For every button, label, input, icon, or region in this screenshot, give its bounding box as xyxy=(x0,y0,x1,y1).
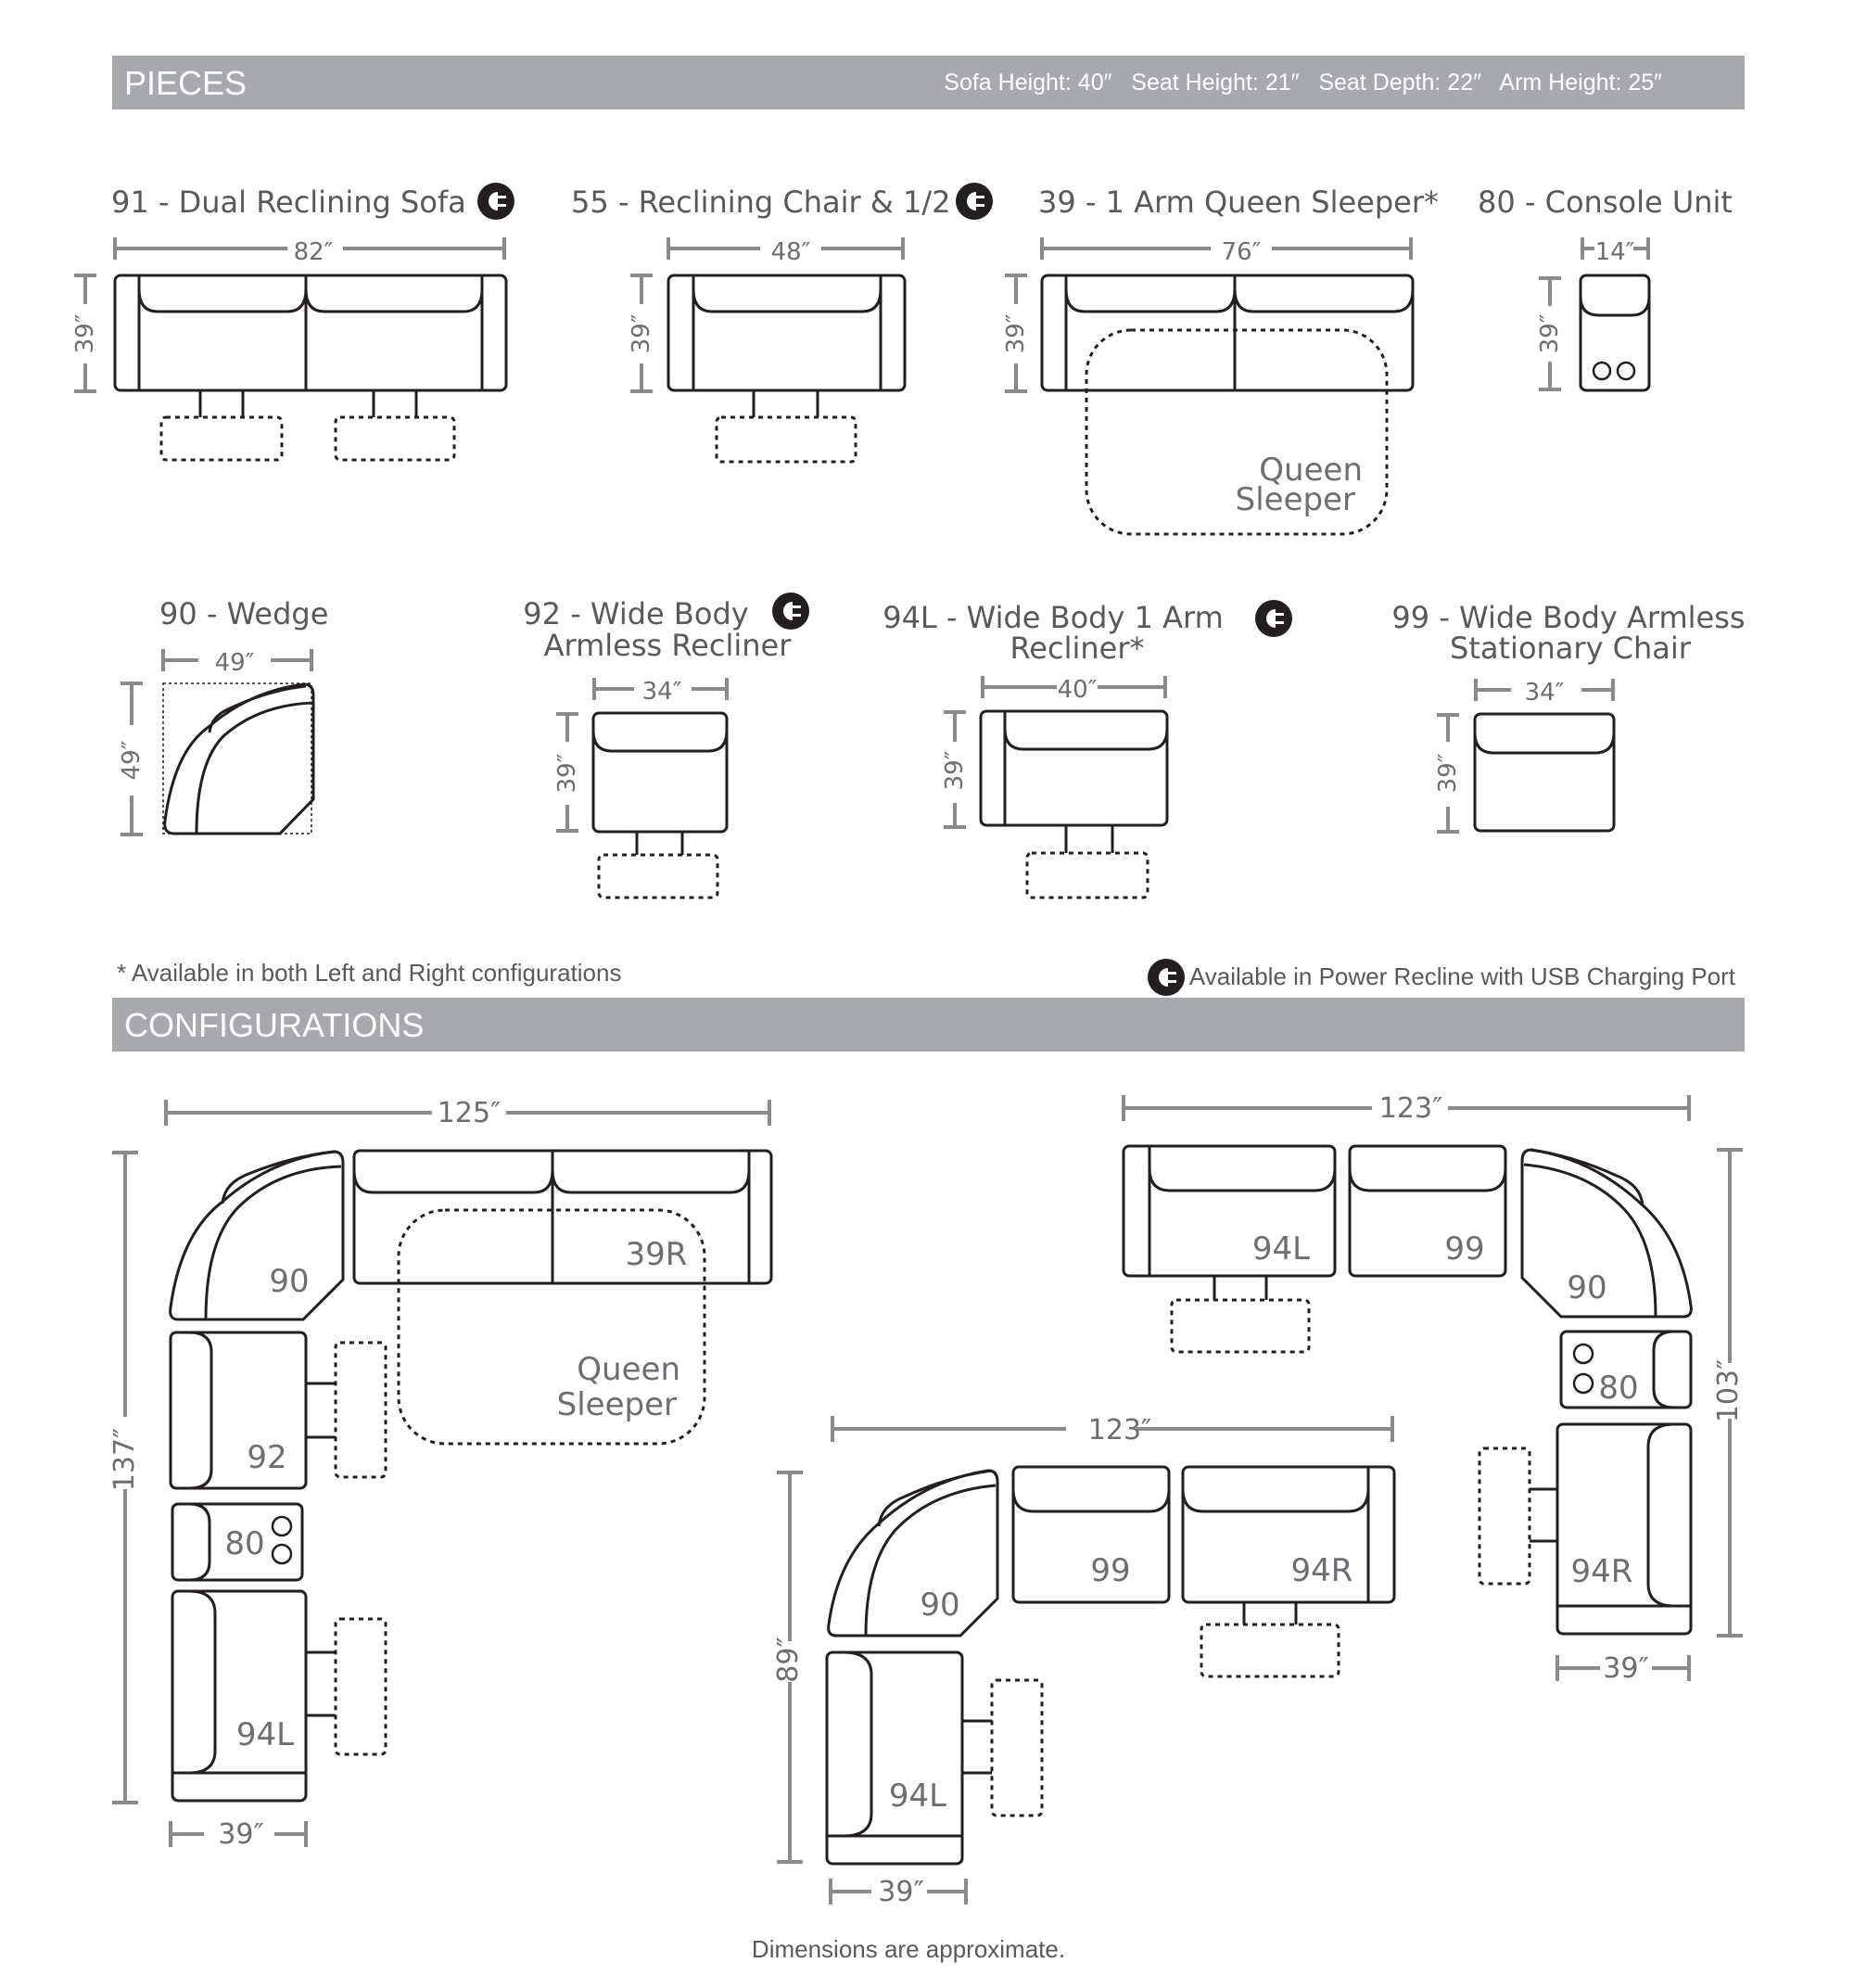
piece-99-stationary-chair: 99 - Wide Body Armless Stationary Chair … xyxy=(1391,600,1746,834)
width-dimension: 14″ xyxy=(1595,238,1635,266)
power-recline-icon xyxy=(477,183,514,220)
width-dimension: 123″ xyxy=(1379,1092,1442,1125)
depth-dimension: 39″ xyxy=(553,753,581,793)
piece-title: 90 - Wedge xyxy=(159,596,328,631)
bottom-dimension: 39″ xyxy=(878,1876,923,1908)
sleeper-label: Sleeper xyxy=(557,1386,677,1423)
width-dimension: 40″ xyxy=(1058,676,1098,704)
piece-title: 91 - Dual Reclining Sofa xyxy=(111,185,466,220)
unit-label: 94R xyxy=(1291,1552,1353,1589)
width-dimension: 48″ xyxy=(771,238,811,266)
depth-dimension: 49″ xyxy=(118,740,146,780)
piece-92-armless-recliner: 92 - Wide Body Armless Recliner 34″ 39″ xyxy=(523,593,809,899)
unit-label: 39R xyxy=(626,1236,688,1273)
power-recline-note: Available in Power Recline with USB Char… xyxy=(1189,962,1736,990)
unit-label: 99 xyxy=(1444,1230,1484,1268)
unit-label: 90 xyxy=(920,1587,959,1624)
unit-label: 80 xyxy=(1598,1370,1638,1407)
piece-title: 92 - Wide Body xyxy=(523,596,748,631)
unit-label: 94L xyxy=(889,1778,946,1815)
pieces-header: PIECES Sofa Height: 40″ Seat Height: 21″… xyxy=(112,56,1745,109)
pieces-title: PIECES xyxy=(124,64,247,102)
width-dimension: 34″ xyxy=(1525,679,1565,707)
configuration-c: 123″ 103″ 39″ 94L 99 90 80 94R xyxy=(1122,1092,1745,1685)
width-dimension: 34″ xyxy=(642,678,682,706)
depth-dimension: 39″ xyxy=(941,750,969,790)
depth-dimension: 39″ xyxy=(1002,313,1030,353)
piece-94l-one-arm-recliner: 94L - Wide Body 1 Arm Recliner* 40″ 39″ xyxy=(883,600,1292,899)
sleeper-label: Sleeper xyxy=(1236,481,1355,518)
piece-90-wedge: 90 - Wedge 49″ 49″ xyxy=(118,596,328,836)
piece-91-dual-reclining-sofa: 91 - Dual Reclining Sofa 82″ 39″ xyxy=(71,183,514,462)
configurations-header: CONFIGURATIONS xyxy=(112,998,1745,1051)
power-recline-icon xyxy=(1148,959,1185,996)
configuration-b: 123″ 89″ 39″ 90 99 94R 94L xyxy=(772,1414,1396,1908)
sleeper-label: Queen xyxy=(577,1351,680,1388)
configuration-a: 125″ 137″ 39″ 90 39R Queen Sleeper 92 80 xyxy=(108,1097,773,1851)
depth-dimension: 137″ xyxy=(108,1428,141,1491)
unit-label: 94L xyxy=(236,1716,294,1753)
piece-title: 39 - 1 Arm Queen Sleeper* xyxy=(1038,185,1439,220)
bottom-dimension: 39″ xyxy=(1603,1652,1648,1685)
footer-note: Dimensions are approximate. xyxy=(752,1935,1065,1963)
width-dimension: 125″ xyxy=(438,1097,501,1129)
piece-55-reclining-chair: 55 - Reclining Chair & 1/2 48″ 39″ xyxy=(571,183,993,464)
piece-39-queen-sleeper: 39 - 1 Arm Queen Sleeper* 76″ 39″ Queen … xyxy=(1002,185,1439,536)
piece-title: 55 - Reclining Chair & 1/2 xyxy=(571,185,950,220)
depth-dimension: 89″ xyxy=(772,1637,805,1682)
left-right-note: * Available in both Left and Right confi… xyxy=(117,959,621,987)
width-dimension: 76″ xyxy=(1222,238,1262,266)
unit-label: 92 xyxy=(247,1439,286,1476)
piece-title: 99 - Wide Body Armless xyxy=(1391,600,1745,635)
power-recline-icon xyxy=(772,593,809,630)
piece-title: Armless Recliner xyxy=(544,628,793,663)
unit-label: 80 xyxy=(224,1525,264,1562)
unit-label: 99 xyxy=(1090,1552,1130,1589)
depth-dimension: 39″ xyxy=(1536,313,1564,353)
unit-label: 94R xyxy=(1571,1553,1633,1590)
width-dimension: 123″ xyxy=(1088,1414,1151,1446)
configurations-title: CONFIGURATIONS xyxy=(124,1006,424,1044)
unit-label: 90 xyxy=(1567,1269,1606,1306)
depth-dimension: 39″ xyxy=(71,313,99,353)
piece-80-console: 80 - Console Unit 14″ 39″ xyxy=(1478,185,1733,392)
piece-title: 94L - Wide Body 1 Arm xyxy=(883,600,1224,635)
unit-label: 90 xyxy=(269,1263,309,1300)
pieces-specs: Sofa Height: 40″ Seat Height: 21″ Seat D… xyxy=(944,70,1662,96)
width-dimension: 49″ xyxy=(215,649,255,677)
sleeper-label: Queen xyxy=(1259,452,1363,489)
depth-dimension: 39″ xyxy=(1434,753,1462,793)
piece-title: Recliner* xyxy=(1010,631,1145,666)
bottom-dimension: 39″ xyxy=(218,1818,263,1851)
power-recline-icon xyxy=(956,183,993,220)
power-recline-icon xyxy=(1255,600,1292,637)
depth-dimension: 39″ xyxy=(628,313,655,353)
depth-dimension: 103″ xyxy=(1712,1359,1745,1422)
piece-title: Stationary Chair xyxy=(1450,631,1692,666)
width-dimension: 82″ xyxy=(294,238,334,266)
unit-label: 94L xyxy=(1252,1230,1310,1268)
piece-title: 80 - Console Unit xyxy=(1478,185,1733,220)
